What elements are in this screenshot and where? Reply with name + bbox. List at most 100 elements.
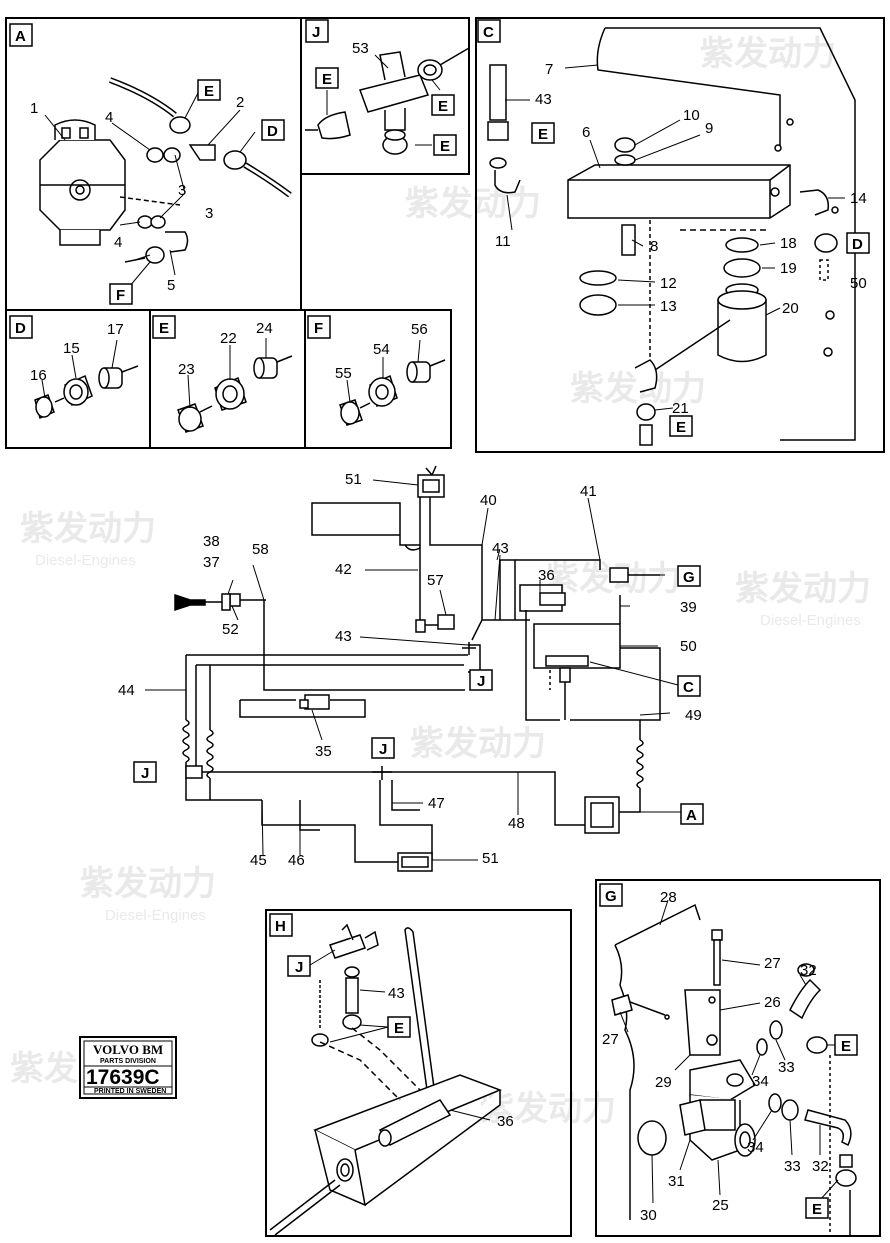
part-label: 32: [800, 962, 817, 979]
part-label: 43: [388, 985, 405, 1002]
ref-box-e: E: [394, 1020, 404, 1037]
part-label: 6: [582, 124, 590, 141]
panel-d-leaders: [41, 339, 118, 399]
part-label: 48: [508, 815, 525, 832]
part-label: 33: [784, 1158, 801, 1175]
watermark-layer: 紫发动力 紫发动力 紫发动力 紫发动力 Diesel-Engines 紫发动力 …: [10, 35, 871, 1128]
ref-box-d: D: [267, 123, 278, 140]
panel-e-leaders: [187, 338, 267, 409]
part-label: 20: [782, 300, 799, 317]
part-label: 4: [114, 234, 122, 251]
part-label: 52: [222, 621, 239, 638]
ref-box-e: E: [440, 138, 450, 155]
part-label: 43: [535, 91, 552, 108]
stamp-brand: VOLVO BM: [93, 1042, 163, 1057]
part-label: 22: [220, 330, 237, 347]
ref-box-d: D: [852, 236, 863, 253]
watermark-text: 紫发动力: [80, 865, 216, 903]
part-label: 55: [335, 365, 352, 382]
panel-j-drawing: [305, 47, 470, 155]
watermark-text: 紫发动力: [20, 510, 156, 548]
part-label: 29: [655, 1074, 672, 1091]
panel-label-e: E: [159, 320, 169, 337]
part-label: 31: [668, 1173, 685, 1190]
panel-label-g: G: [605, 888, 617, 905]
part-label: 21: [672, 400, 689, 417]
part-label: 41: [580, 483, 597, 500]
part-label: 16: [30, 367, 47, 384]
part-label: 45: [250, 852, 267, 869]
part-label: 26: [764, 994, 781, 1011]
watermark-text: Diesel-Engines: [760, 612, 861, 629]
part-label: 11: [495, 233, 511, 250]
panel-j-labels: 53 E E E: [315, 40, 457, 156]
part-label: 4: [105, 109, 113, 126]
ref-box-e: E: [538, 126, 548, 143]
part-label: 34: [752, 1073, 769, 1090]
panel-h-label-box: [269, 913, 293, 937]
panel-f-labels: 55 54 56: [335, 321, 428, 382]
part-label: 3: [205, 205, 213, 222]
part-label: 1: [30, 100, 38, 117]
part-label: 47: [428, 795, 445, 812]
part-label: 49: [685, 707, 702, 724]
parts-stamp: VOLVO BM PARTS DIVISION 17639C PRINTED I…: [79, 1036, 177, 1099]
top-panels: [5, 17, 885, 453]
panel-d-labels: 16 15 17: [30, 321, 124, 384]
part-label: 24: [256, 320, 273, 337]
panel-g-frame: [595, 879, 881, 1237]
panel-j-leaders: [326, 54, 441, 146]
part-label: 34: [747, 1139, 764, 1156]
panel-a-drawing: [39, 77, 292, 264]
part-label: 14: [850, 190, 867, 207]
part-label: 3: [178, 182, 186, 199]
piping-schematic: [174, 465, 661, 872]
part-label: 42: [335, 561, 352, 578]
ref-box-e: E: [841, 1038, 851, 1055]
part-label: 46: [288, 852, 305, 869]
ref-box-e: E: [676, 419, 686, 436]
panel-h-frame: [265, 909, 572, 1237]
watermark-text: 紫发动力: [700, 35, 836, 73]
part-label: 50: [850, 275, 867, 292]
panel-h-drawing: [269, 923, 503, 1236]
watermark-text: Diesel-Engines: [105, 907, 206, 924]
watermark-text: 紫发动力: [735, 570, 871, 608]
ref-box-f: F: [116, 287, 125, 304]
stamp-division: PARTS DIVISION: [100, 1058, 156, 1065]
part-label: 13: [660, 298, 677, 315]
part-label: 25: [712, 1197, 729, 1214]
panel-label-d: D: [15, 320, 26, 337]
part-label: 5: [167, 277, 175, 294]
part-label: 9: [705, 120, 713, 137]
part-label: 38: [203, 533, 220, 550]
part-label: 40: [480, 492, 497, 509]
part-label: 43: [335, 628, 352, 645]
panel-labels: A J C D E F: [9, 19, 501, 339]
part-label: 51: [482, 850, 499, 867]
part-label: 39: [680, 599, 697, 616]
panel-label-j: J: [312, 24, 320, 41]
panel-d-drawing: [34, 365, 139, 420]
ref-box-e: E: [322, 71, 332, 88]
watermark-text: 紫发动力: [480, 1090, 616, 1128]
part-label: 19: [780, 260, 797, 277]
part-label: 57: [427, 572, 444, 589]
panel-h-labels: J 43 E 36: [287, 955, 514, 1130]
part-label: 8: [650, 238, 658, 255]
part-label: 15: [63, 340, 80, 357]
schematic-tees: [185, 642, 476, 780]
part-label: 30: [640, 1207, 657, 1224]
part-label: 28: [660, 889, 677, 906]
ref-box-e: E: [204, 83, 214, 100]
panel-g-labels: 28 27 26 27 29 32 34 33 E 34 33 32 31 30…: [602, 889, 858, 1224]
part-label: 43: [492, 540, 509, 557]
part-label: 23: [178, 361, 195, 378]
panel-e-labels: 23 22 24: [178, 320, 273, 378]
panel-g-label-box: [599, 883, 623, 907]
ref-box-c: C: [683, 679, 694, 696]
part-label: 27: [764, 955, 781, 972]
ref-box-j: J: [379, 741, 387, 758]
panel-label-f: F: [314, 320, 323, 337]
part-label: 56: [411, 321, 428, 338]
